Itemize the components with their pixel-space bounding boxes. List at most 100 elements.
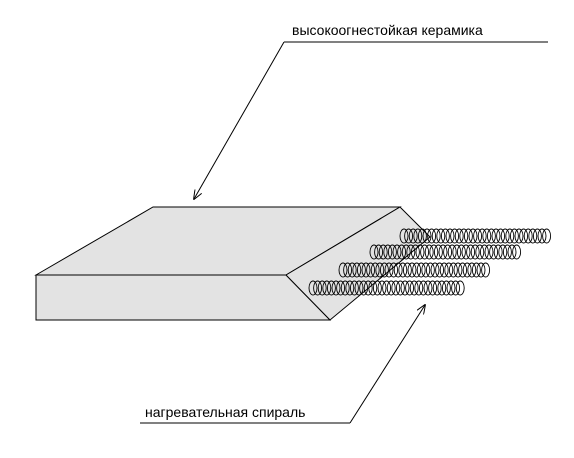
spiral-coil-turn: [507, 244, 517, 260]
spiral-leader-arrow: [349, 305, 425, 424]
spiral-coil-turn: [354, 280, 364, 296]
spiral-coil-turn: [392, 244, 402, 260]
spiral-coil-turn: [425, 262, 435, 278]
spiral-coil-turn: [343, 262, 353, 278]
ceramic-plate: [34, 206, 431, 321]
spiral-coil-turn: [379, 262, 389, 278]
spiral-coil-turn: [481, 262, 491, 278]
spiral-coil-turn: [372, 280, 382, 296]
spiral-coil-turn: [393, 262, 403, 278]
spiral-coil-turn: [413, 228, 423, 244]
spiral-coil-turn: [410, 244, 420, 260]
spiral-coil-turn: [422, 228, 432, 244]
spiral-coil-turn: [375, 262, 385, 278]
spiral-coil-turn: [505, 228, 515, 244]
spiral-coil-turn: [453, 262, 463, 278]
spiral-coil-turn: [386, 280, 396, 296]
spiral-coil-turn: [470, 244, 480, 260]
spiral-coil-turn: [446, 280, 456, 296]
ceramic-label: высокоогнестойкая керамика: [292, 22, 483, 38]
spiral-coil-turn: [461, 244, 471, 260]
heating-spirals: [308, 228, 552, 296]
ceramic-leader-arrow: [194, 41, 285, 199]
spiral-coil-turn: [532, 228, 542, 244]
spiral-coil-turn: [519, 228, 529, 244]
spiral-coil-turn: [463, 228, 473, 244]
spiral-coil-turn: [363, 280, 373, 296]
spiral-coil-turn: [401, 244, 411, 260]
spiral-coil-turn: [429, 244, 439, 260]
spiral-coil-turn: [456, 244, 466, 260]
spiral-coil-turn: [349, 280, 359, 296]
spiral-coil-turn: [397, 244, 407, 260]
spiral-coil-turn: [317, 280, 327, 296]
spiral-coil-turn: [400, 280, 410, 296]
spiral-coil-turn: [437, 280, 447, 296]
spiral-coil-row: [338, 262, 491, 278]
spiral-coil-turn: [356, 262, 366, 278]
spiral-coil-turn: [468, 228, 478, 244]
spiral-coil-turn: [382, 280, 392, 296]
spiral-coil-turn: [420, 244, 430, 260]
spiral-coil-turn: [366, 262, 376, 278]
spiral-coil-turn: [509, 228, 519, 244]
spiral-coil-turn: [500, 228, 510, 244]
spiral-coil-turn: [512, 244, 522, 260]
spiral-coil-turn: [458, 262, 468, 278]
spiral-coil-turn: [414, 280, 424, 296]
spiral-coil-turn: [370, 262, 380, 278]
spiral-coil-turn: [445, 228, 455, 244]
spiral-coil-turn: [433, 244, 443, 260]
spiral-coil-turn: [399, 228, 409, 244]
spiral-coil-turn: [308, 280, 318, 296]
spiral-coil-turn: [473, 228, 483, 244]
spiral-coil-turn: [409, 280, 419, 296]
spiral-coil-turn: [387, 244, 397, 260]
spiral-coil-turn: [477, 228, 487, 244]
spiral-coil-turn: [404, 228, 414, 244]
spiral-coil-turn: [489, 244, 499, 260]
spiral-coil-turn: [528, 228, 538, 244]
spiral-coil-turn: [412, 262, 422, 278]
spiral-coil-turn: [447, 244, 457, 260]
spiral-coil-turn: [502, 244, 512, 260]
ceramic-plate-front-face: [35, 274, 332, 321]
spiral-coil-turn: [428, 280, 438, 296]
spiral-coil-turn: [423, 280, 433, 296]
spiral-coil-turn: [436, 228, 446, 244]
spiral-coil-turn: [459, 228, 469, 244]
spiral-coil-turn: [448, 262, 458, 278]
spiral-coil-turn: [331, 280, 341, 296]
spiral-coil-turn: [406, 244, 416, 260]
spiral-coil-turn: [352, 262, 362, 278]
spiral-coil-turn: [452, 244, 462, 260]
spiral-leader: [140, 305, 425, 424]
spiral-coil-turn: [475, 244, 485, 260]
spiral-coil-turn: [361, 262, 371, 278]
spiral-coil-turn: [391, 280, 401, 296]
spiral-coil-turn: [338, 262, 348, 278]
spiral-coil-turn: [444, 262, 454, 278]
spiral-coil-turn: [498, 244, 508, 260]
spiral-coil-turn: [417, 228, 427, 244]
spiral-coil-turn: [405, 280, 415, 296]
spiral-coil-turn: [496, 228, 506, 244]
spiral-coil-turn: [340, 280, 350, 296]
spiral-coil-turn: [377, 280, 387, 296]
spiral-coil-turn: [430, 262, 440, 278]
spiral-coil-turn: [408, 228, 418, 244]
spiral-coil-turn: [514, 228, 524, 244]
spiral-coil-turn: [336, 280, 346, 296]
spiral-coil-turn: [389, 262, 399, 278]
spiral-coil-turn: [326, 280, 336, 296]
spiral-coil-turn: [451, 280, 461, 296]
spiral-coil-turn: [523, 228, 533, 244]
spiral-coil-turn: [421, 262, 431, 278]
spiral-coil-turn: [466, 244, 476, 260]
spiral-coil-turn: [416, 262, 426, 278]
spiral-coil-turn: [402, 262, 412, 278]
spiral-coil-turn: [537, 228, 547, 244]
spiral-coil-turn: [415, 244, 425, 260]
spiral-coil-turn: [439, 262, 449, 278]
spiral-coil-turn: [431, 228, 441, 244]
